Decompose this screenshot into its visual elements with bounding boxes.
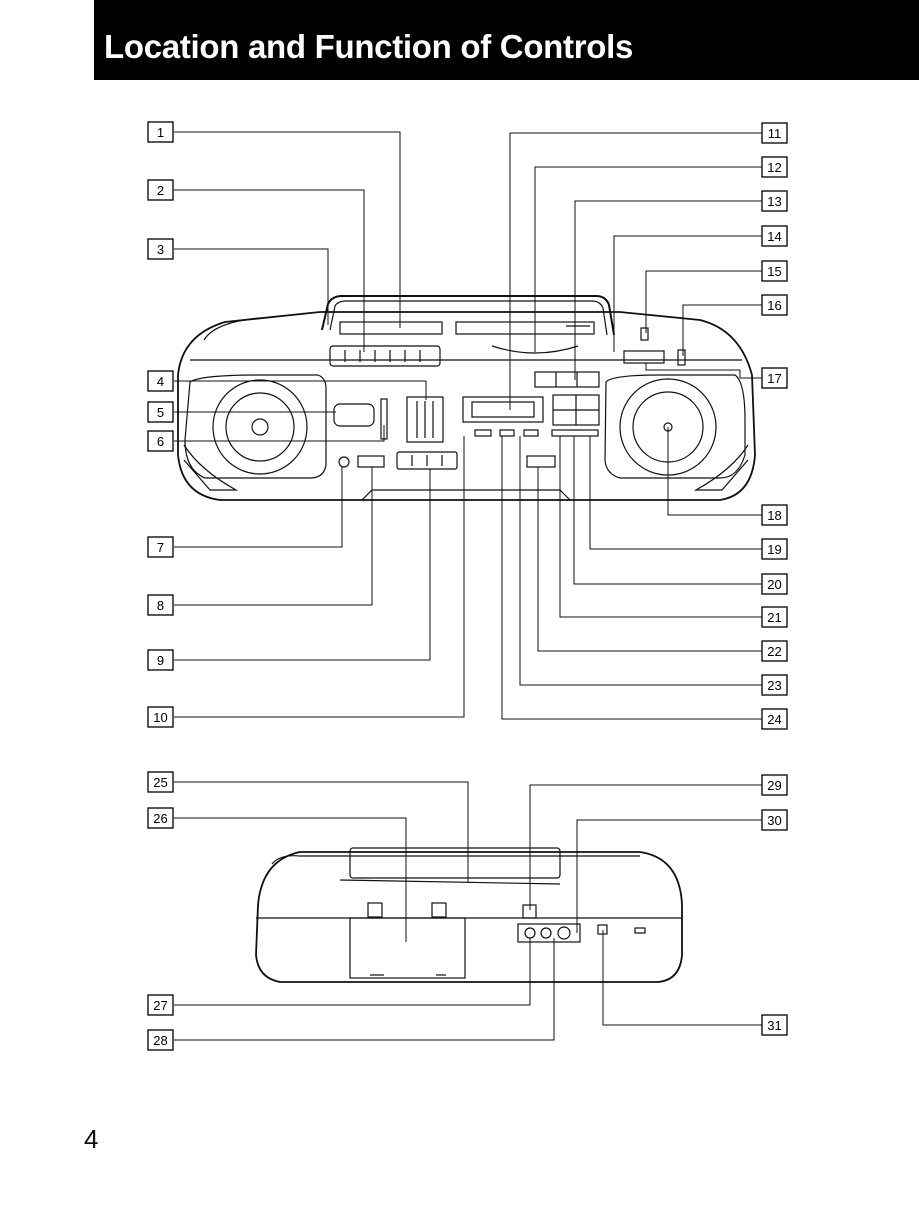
callout-number: 22: [767, 644, 781, 659]
callout-number: 6: [157, 434, 164, 449]
callout-box: 26: [148, 808, 173, 828]
callout-box: 23: [762, 675, 787, 695]
callout-box: 3: [148, 239, 173, 259]
callout-box: 11: [762, 123, 787, 143]
callout-number: 19: [767, 542, 781, 557]
callout-box: 31: [762, 1015, 787, 1035]
callout-number: 29: [767, 778, 781, 793]
callout-number: 7: [157, 540, 164, 555]
callout-box: 15: [762, 261, 787, 281]
callout-number: 28: [153, 1033, 167, 1048]
callout-box: 8: [148, 595, 173, 615]
callout-box: 25: [148, 772, 173, 792]
callout-number: 1: [157, 125, 164, 140]
callout-box: 1: [148, 122, 173, 142]
callout-number: 3: [157, 242, 164, 257]
callout-number: 17: [767, 371, 781, 386]
callout-box: 6: [148, 431, 173, 451]
callout-box: 21: [762, 607, 787, 627]
callout-number: 14: [767, 229, 781, 244]
callout-box: 18: [762, 505, 787, 525]
callout-number: 26: [153, 811, 167, 826]
callout-number: 16: [767, 298, 781, 313]
callout-box: 7: [148, 537, 173, 557]
callouts-front: 1 2 3 4 5 6 7 8 9 10 11 12 13 14 15 16 1…: [148, 122, 787, 729]
callout-number: 18: [767, 508, 781, 523]
callout-box: 22: [762, 641, 787, 661]
callout-box: 30: [762, 810, 787, 830]
callout-box: 17: [762, 368, 787, 388]
callout-box: 2: [148, 180, 173, 200]
callout-number: 12: [767, 160, 781, 175]
callout-box: 24: [762, 709, 787, 729]
callout-box: 29: [762, 775, 787, 795]
callout-box: 14: [762, 226, 787, 246]
callout-box: 16: [762, 295, 787, 315]
callout-number: 5: [157, 405, 164, 420]
callout-number: 2: [157, 183, 164, 198]
callout-number: 8: [157, 598, 164, 613]
callout-number: 30: [767, 813, 781, 828]
callout-box: 19: [762, 539, 787, 559]
rear-view-drawing: [256, 848, 682, 982]
callout-number: 25: [153, 775, 167, 790]
callout-number: 27: [153, 998, 167, 1013]
callout-box: 5: [148, 402, 173, 422]
callout-number: 11: [768, 126, 782, 141]
callout-box: 4: [148, 371, 173, 391]
callout-number: 20: [767, 577, 781, 592]
callout-box: 13: [762, 191, 787, 211]
callout-number: 23: [767, 678, 781, 693]
callout-box: 27: [148, 995, 173, 1015]
callout-box: 28: [148, 1030, 173, 1050]
callout-box: 20: [762, 574, 787, 594]
callout-box: 12: [762, 157, 787, 177]
callout-number: 9: [157, 653, 164, 668]
callout-number: 31: [767, 1018, 781, 1033]
callout-number: 13: [767, 194, 781, 209]
callout-number: 24: [767, 712, 781, 727]
leader-lines: [174, 132, 762, 1040]
callout-number: 10: [153, 710, 167, 725]
callout-number: 15: [767, 264, 781, 279]
callout-box: 9: [148, 650, 173, 670]
callout-number: 4: [157, 374, 164, 389]
callout-number: 21: [767, 610, 781, 625]
page-number: 4: [84, 1126, 98, 1152]
callout-box: 10: [148, 707, 173, 727]
